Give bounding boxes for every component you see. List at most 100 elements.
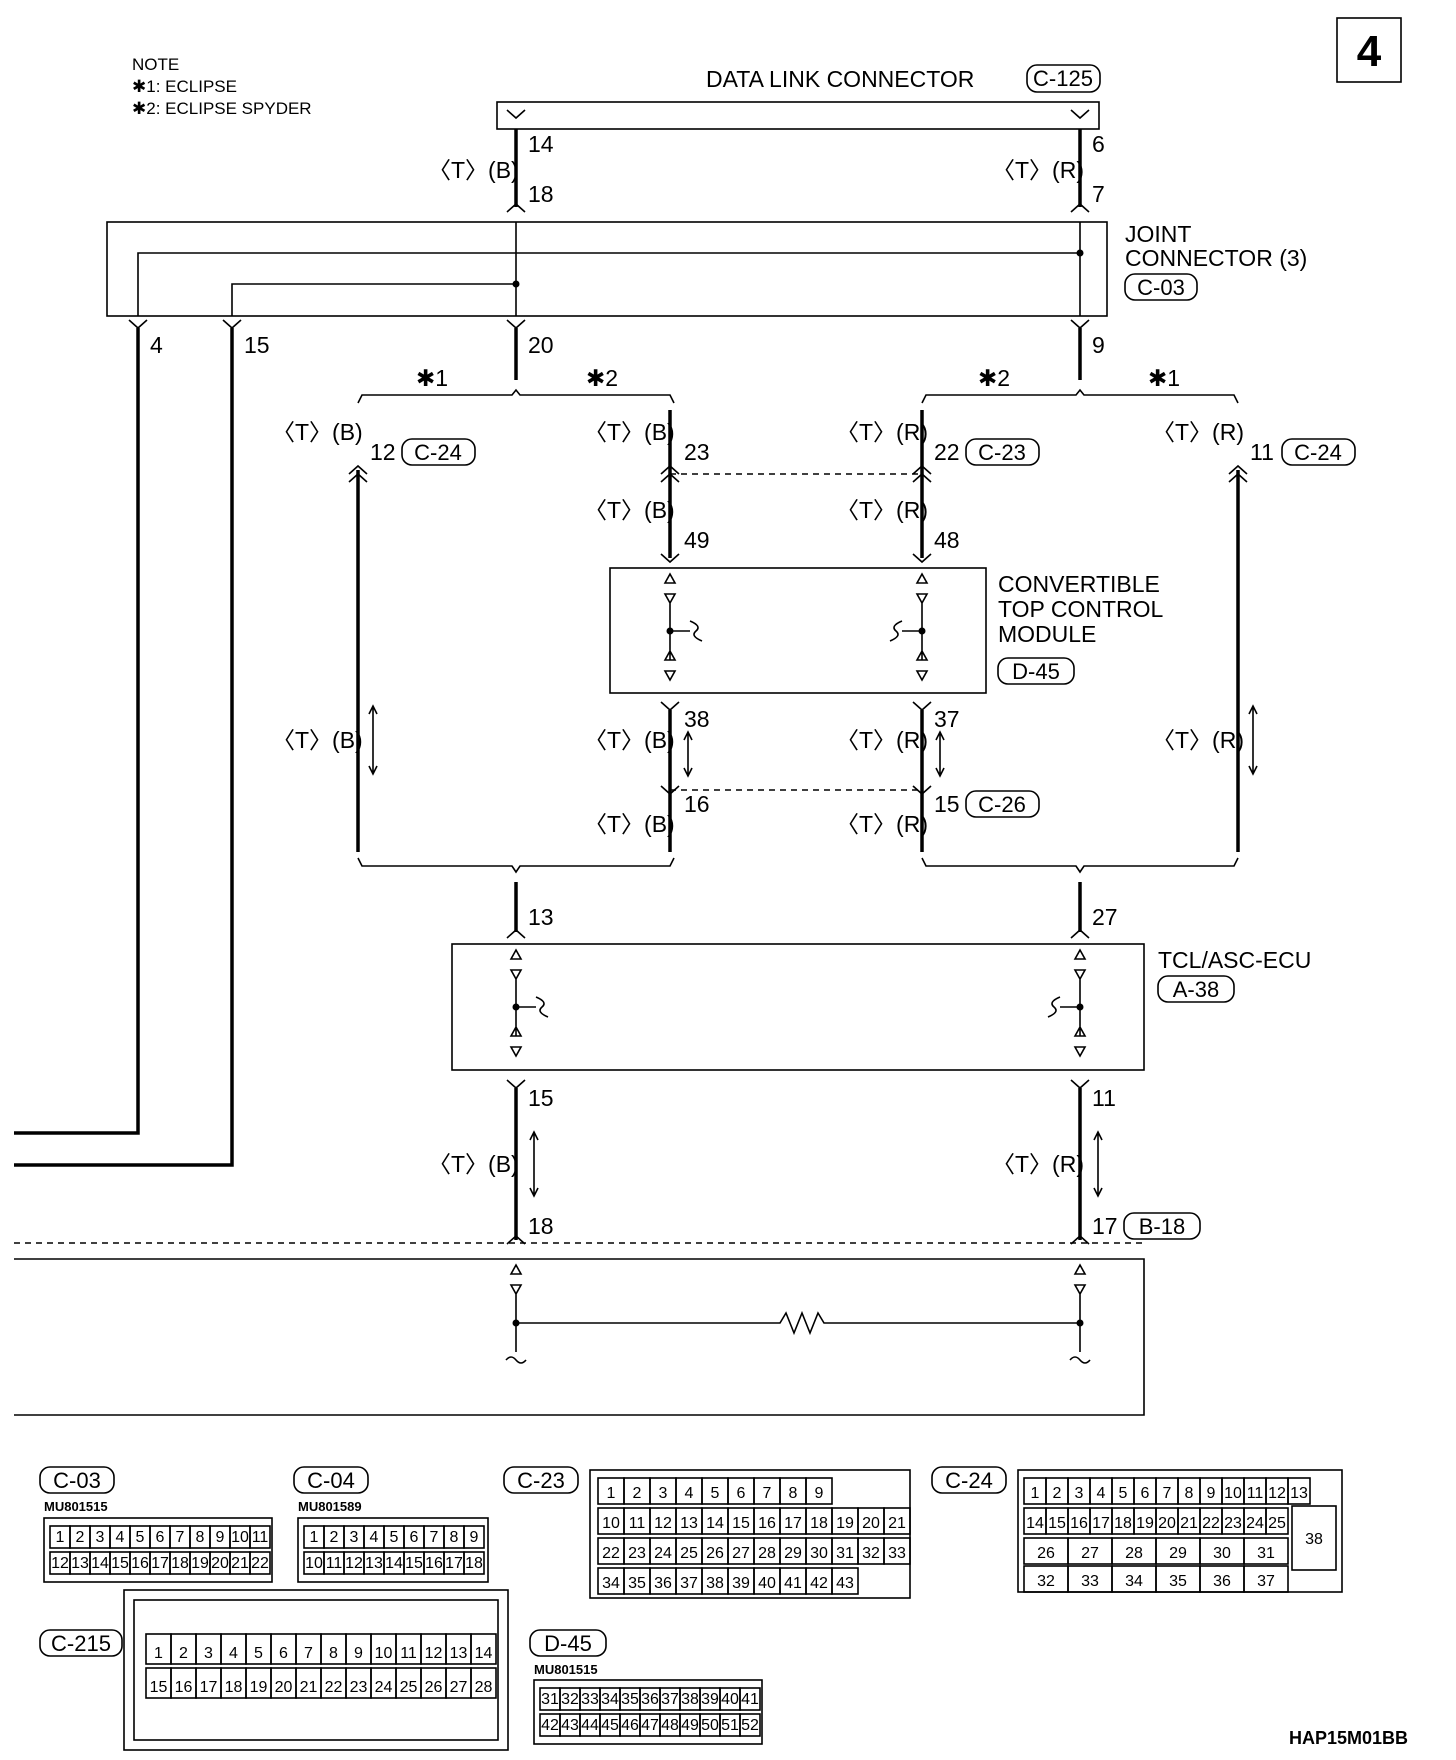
pin-dlc-14: 14 [528, 131, 554, 157]
cv-c23-code-pill [503, 1466, 579, 1494]
cv-c24-big-cell [1291, 1505, 1337, 1571]
svg-text:22: 22 [602, 1545, 620, 1562]
cv-c24-cell: 4 [1089, 1477, 1113, 1505]
cv-c24-cell: 13 [1287, 1477, 1311, 1505]
pin-c24-12: 12 [370, 439, 396, 465]
pin-jc-7: 7 [1092, 181, 1105, 207]
ctm-label-3: MODULE [998, 621, 1096, 647]
wire-label-r-outer-2: 〈T〉(R) [1152, 727, 1244, 753]
svg-text:24: 24 [375, 1679, 393, 1696]
svg-text:10: 10 [231, 1529, 249, 1546]
cv-c23-cell: 14 [701, 1507, 729, 1535]
ecu-code: A-38 [1173, 977, 1219, 1002]
cv-d45-cell: 46 [619, 1713, 641, 1737]
svg-text:22: 22 [325, 1679, 343, 1696]
svg-text:40: 40 [721, 1691, 739, 1708]
wire-label-b-inner-2: 〈T〉(B) [584, 497, 675, 523]
cv-c24-cell: 9 [1199, 1477, 1223, 1505]
svg-text:21: 21 [300, 1679, 318, 1696]
cv-c23-cell: 21 [883, 1507, 911, 1535]
convertible-top-control-module: CONVERTIBLE TOP CONTROL MODULE D-45 [609, 567, 1163, 694]
cv-c215-cell: 20 [270, 1667, 297, 1699]
cv-c23-cell: 16 [753, 1507, 781, 1535]
cv-d45-cell: 43 [559, 1713, 581, 1737]
svg-text:38: 38 [706, 1575, 724, 1592]
wire-label-r-top: 〈T〉(R) [992, 157, 1084, 183]
svg-text:32: 32 [561, 1691, 579, 1708]
pin-c23-22: 22 [934, 439, 960, 465]
cv-c215-cell: 4 [220, 1633, 247, 1665]
cv-c24-cell: 8 [1177, 1477, 1201, 1505]
cv-c24-cell: 37 [1243, 1565, 1289, 1593]
svg-text:16: 16 [758, 1515, 776, 1532]
svg-text:40: 40 [758, 1575, 776, 1592]
cv-c24-code: C-24 [945, 1468, 993, 1493]
cv-c215-cell: 16 [170, 1667, 197, 1699]
svg-text:11: 11 [400, 1645, 417, 1662]
svg-text:30: 30 [1213, 1545, 1231, 1562]
cv-c215-cell: 24 [370, 1667, 397, 1699]
svg-text:35: 35 [621, 1691, 639, 1708]
variant-braces-top: ✱1 ✱2 ✱2 ✱1 [357, 365, 1239, 404]
svg-text:12: 12 [654, 1515, 672, 1532]
joint-outputs: 4 15 20 9 [14, 319, 1105, 1167]
svg-text:17: 17 [784, 1515, 802, 1532]
pin-jc-4: 4 [150, 332, 163, 358]
svg-text:14: 14 [475, 1645, 493, 1662]
cv-d45-cell: 50 [699, 1713, 721, 1737]
cv-c04-cell: 14 [383, 1551, 405, 1575]
cv-c215-cell: 21 [295, 1667, 322, 1699]
svg-text:11: 11 [1247, 1485, 1264, 1502]
cv-c03-cell: 14 [89, 1551, 111, 1575]
cv-c03-cell: 3 [89, 1525, 111, 1549]
svg-text:9: 9 [216, 1529, 225, 1546]
ctm-code-pill [997, 657, 1075, 685]
pin-c26-15: 15 [934, 791, 960, 817]
cv-c23-cell: 17 [779, 1507, 807, 1535]
svg-text:32: 32 [1037, 1573, 1055, 1590]
cv-c03-cell: 13 [69, 1551, 91, 1575]
cv-c03-cell: 17 [149, 1551, 171, 1575]
cv-d45-cell: 32 [559, 1687, 581, 1711]
cv-d45-cell: 36 [639, 1687, 661, 1711]
pin-ctm-38: 38 [684, 706, 710, 732]
svg-text:36: 36 [654, 1575, 672, 1592]
cv-c215-cell: 2 [170, 1633, 197, 1665]
cv-c215-cell: 3 [195, 1633, 222, 1665]
lower-component [14, 1258, 1145, 1416]
cv-d45-code-pill [529, 1629, 607, 1657]
svg-text:1: 1 [56, 1529, 65, 1546]
cv-c03-cell: 8 [189, 1525, 211, 1549]
wire-label-r-lower: 〈T〉(R) [992, 1151, 1084, 1177]
cv-c04-cell: 9 [463, 1525, 485, 1549]
pin-c24-11: 11 [1250, 439, 1274, 465]
pin-ecu-27: 27 [1092, 904, 1118, 930]
svg-text:27: 27 [732, 1545, 750, 1562]
cv-c23-cell: 12 [649, 1507, 677, 1535]
svg-text:10: 10 [1224, 1485, 1242, 1502]
cv-c23-cell: 40 [753, 1567, 781, 1595]
svg-text:12: 12 [345, 1555, 363, 1572]
cv-c24-cell: 5 [1111, 1477, 1135, 1505]
svg-text:18: 18 [810, 1515, 828, 1532]
cv-c03-cell: 2 [69, 1525, 91, 1549]
cv-c24-cell: 23 [1221, 1507, 1245, 1535]
svg-text:5: 5 [711, 1485, 720, 1502]
cv-c23-cell: 35 [623, 1567, 651, 1595]
cv-c24-cell: 28 [1111, 1537, 1157, 1565]
cv-c03-code-pill [39, 1466, 115, 1494]
svg-text:16: 16 [1070, 1515, 1088, 1532]
wires-upper: 14 6 18 7 〈T〉(B) 〈T〉(R) [428, 129, 1105, 213]
svg-text:34: 34 [602, 1575, 620, 1592]
cv-c24-cell: 11 [1243, 1477, 1267, 1505]
figure-id: HAP15M01BB [1289, 1728, 1408, 1748]
variant-2-right: ✱2 [978, 365, 1010, 391]
pin-c23-23: 23 [684, 439, 710, 465]
svg-text:44: 44 [581, 1717, 599, 1734]
c23-code: C-23 [978, 440, 1026, 465]
svg-text:8: 8 [329, 1645, 338, 1662]
svg-text:25: 25 [680, 1545, 698, 1562]
wires-inner: 23 22 C-23 〈T〉(B) 〈T〉(R) 〈T〉(B) 〈T〉(R) 4… [584, 410, 1040, 564]
